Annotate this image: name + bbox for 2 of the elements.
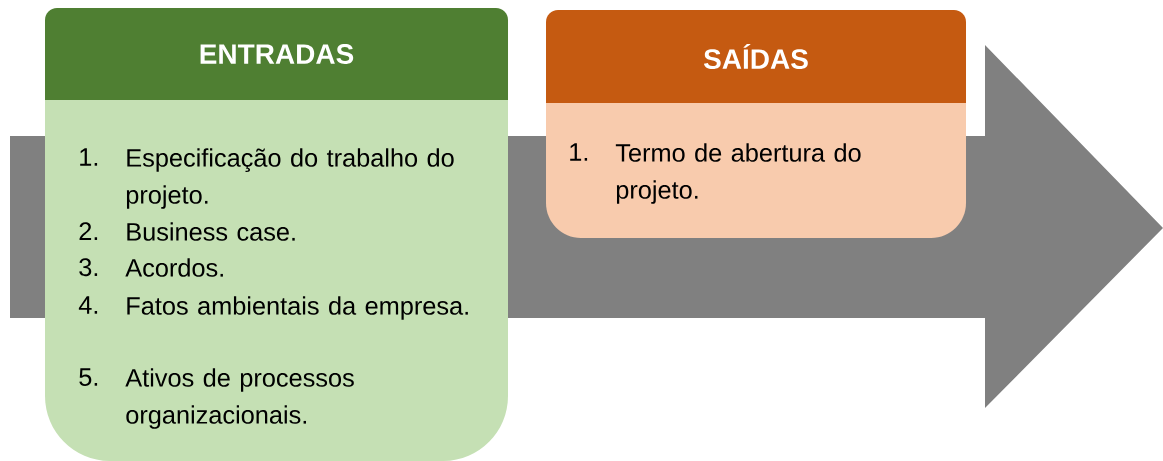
card-heading: ENTRADAS [200, 44, 354, 64]
card-heading: SAÍDAS [703, 43, 808, 70]
